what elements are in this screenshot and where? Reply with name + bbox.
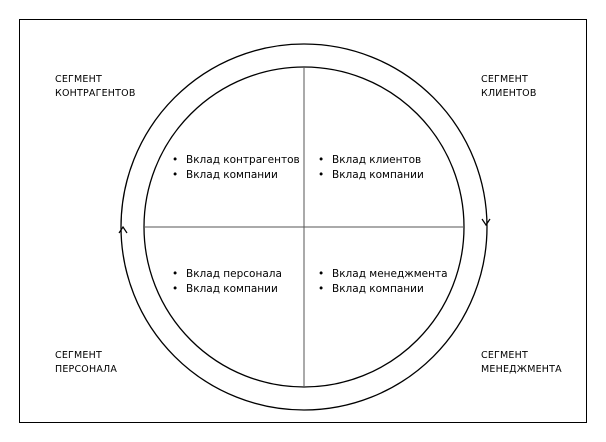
list-item: Вклад компании	[172, 282, 282, 297]
arrow-up-icon	[118, 225, 128, 234]
quadrant-list-bottom-right: Вклад менеджмента Вклад компании	[318, 267, 448, 297]
segment-label-line: СЕГМЕНТ	[481, 74, 528, 85]
list-item: Вклад персонала	[172, 267, 282, 282]
segment-label-line: СЕГМЕНТ	[481, 350, 528, 361]
segment-label-line: КЛИЕНТОВ	[481, 88, 537, 99]
quadrant-list-top-right: Вклад клиентов Вклад компании	[318, 153, 424, 183]
segment-label-line: МЕНЕДЖМЕНТА	[481, 364, 562, 375]
outer-frame	[19, 19, 587, 423]
segment-label-line: СЕГМЕНТ	[55, 74, 102, 85]
quadrant-list-top-left: Вклад контрагентов Вклад компании	[172, 153, 300, 183]
segment-label-line: СЕГМЕНТ	[55, 350, 102, 361]
list-item: Вклад компании	[318, 168, 424, 183]
list-item: Вклад клиентов	[318, 153, 424, 168]
outer-cycle-ring	[120, 43, 488, 411]
segment-label-line: КОНТРАГЕНТОВ	[55, 88, 136, 99]
list-item: Вклад менеджмента	[318, 267, 448, 282]
list-item: Вклад контрагентов	[172, 153, 300, 168]
segment-label-top-left: СЕГМЕНТ КОНТРАГЕНТОВ	[55, 73, 136, 101]
segment-label-bottom-right: СЕГМЕНТ МЕНЕДЖМЕНТА	[481, 349, 562, 377]
segment-label-line: ПЕРСОНАЛА	[55, 364, 118, 375]
list-item: Вклад компании	[172, 168, 300, 183]
segment-label-bottom-left: СЕГМЕНТ ПЕРСОНАЛА	[55, 349, 117, 377]
list-item: Вклад компании	[318, 282, 448, 297]
segment-label-top-right: СЕГМЕНТ КЛИЕНТОВ	[481, 73, 537, 101]
quadrant-list-bottom-left: Вклад персонала Вклад компании	[172, 267, 282, 297]
arrow-down-icon	[481, 218, 491, 227]
